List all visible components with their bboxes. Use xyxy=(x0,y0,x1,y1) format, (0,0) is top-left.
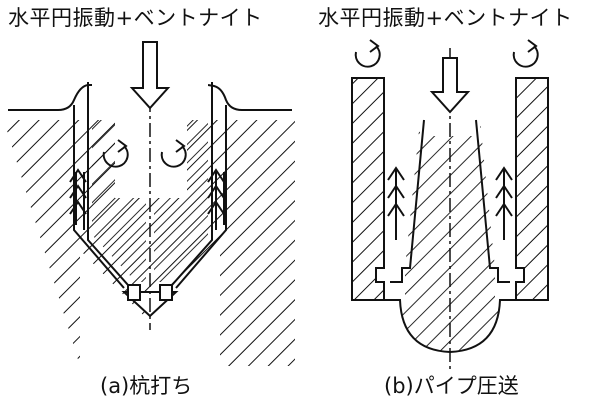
inner-wall-left-b xyxy=(390,119,425,283)
rotation-arrow-b-left xyxy=(354,39,381,68)
upflow-arrows-a-right xyxy=(207,168,225,230)
panel-b-caption: (b)パイプ圧送 xyxy=(384,374,519,398)
down-arrow-a xyxy=(129,41,171,110)
panel-a-diagram xyxy=(0,41,300,366)
rotation-arrow-a-right xyxy=(160,139,187,168)
pile-foot-left xyxy=(127,284,141,301)
rotation-arrow-a-left xyxy=(102,139,129,168)
ground-surface-a xyxy=(8,84,292,111)
casing-left-b xyxy=(351,77,385,301)
panel-b-title: 水平円振動+ベントナイト xyxy=(318,6,573,30)
panel-a-caption: (a)杭打ち xyxy=(100,374,193,398)
upflow-arrows-a-left xyxy=(69,168,87,230)
down-arrow-b xyxy=(429,57,471,114)
panel-b-diagram xyxy=(351,39,549,370)
pile-foot-right xyxy=(159,284,173,301)
upflow-arrows-b-right xyxy=(495,166,513,240)
upflow-arrows-b-left xyxy=(387,166,405,240)
panel-a-title: 水平円振動+ベントナイト xyxy=(8,6,263,30)
rotation-arrow-b-right xyxy=(512,39,539,68)
cavity-right xyxy=(175,105,227,289)
casing-right-b xyxy=(515,77,549,301)
cavity-left xyxy=(73,105,125,289)
inner-wall-right-b xyxy=(475,119,510,283)
